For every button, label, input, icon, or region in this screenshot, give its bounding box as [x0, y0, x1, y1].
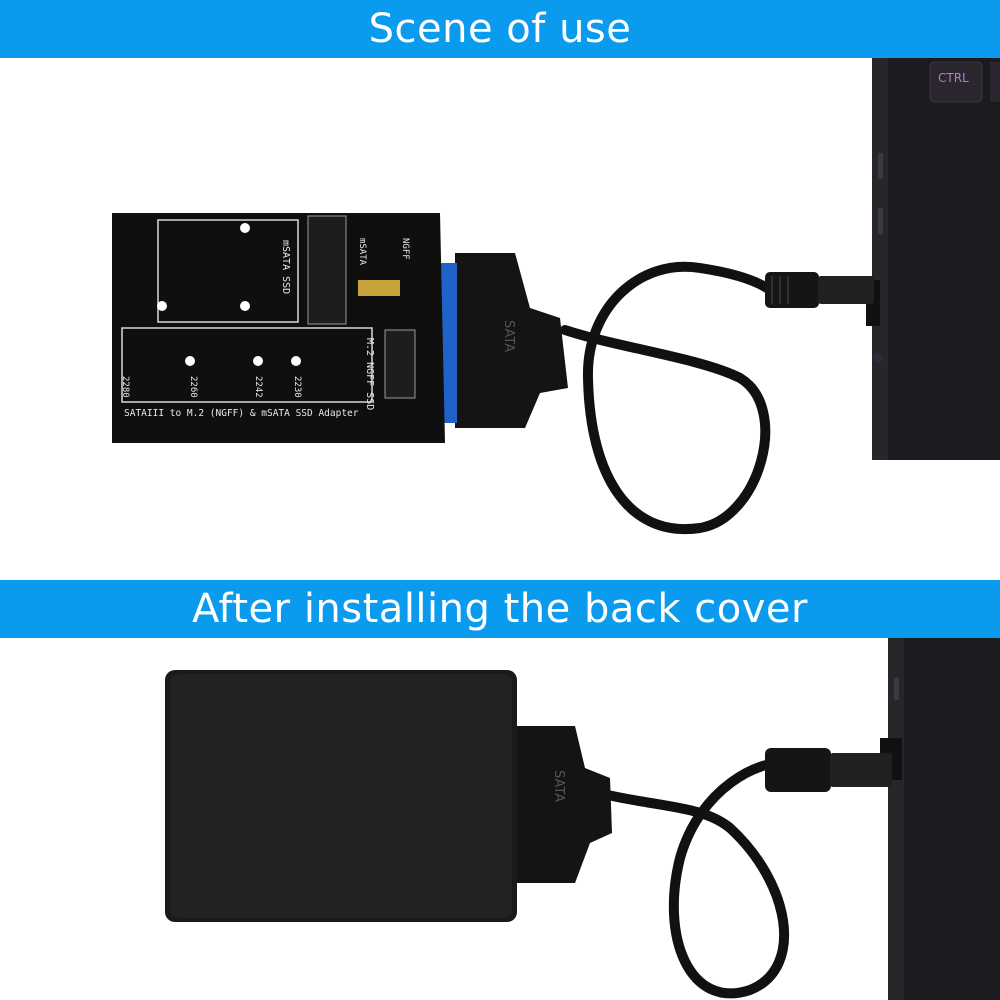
m2-slot-label: M.2 NGFF SSD	[364, 338, 375, 410]
after-installing-photo: SATA	[0, 638, 1000, 1000]
scene-of-use-title: Scene of use	[368, 6, 632, 52]
switch-label-ngff: NGFF	[400, 238, 410, 260]
laptop-side: CTRL	[866, 58, 1000, 460]
scene-of-use-photo: CTRL SATA	[0, 58, 1000, 580]
enclosure-case	[165, 670, 517, 922]
scene-of-use-banner: Scene of use	[0, 0, 1000, 58]
size-label-2242: 2242	[253, 376, 263, 398]
after-installing-banner: After installing the back cover	[0, 580, 1000, 638]
sata-connector-bottom: SATA	[517, 726, 612, 883]
usb-sata-cable	[560, 261, 874, 535]
sata-connector-label-bottom: SATA	[551, 770, 566, 802]
laptop-side-bottom	[880, 638, 1000, 1000]
sata-connector: SATA	[433, 253, 568, 428]
size-label-2230: 2230	[292, 376, 302, 398]
size-label-2260: 2260	[188, 376, 198, 398]
msata-slot-label: mSATA SSD	[280, 240, 291, 294]
usb-sata-cable-bottom	[575, 748, 892, 999]
ctrl-key-label: CTRL	[938, 71, 969, 85]
switch-label-msata: mSATA	[357, 238, 367, 266]
size-label-2280: 2280	[120, 376, 130, 398]
adapter-board: mSATA SSD mSATA NGFF M.2 NGFF SSD 2280 2…	[112, 213, 445, 443]
board-title: SATAIII to M.2 (NGFF) & mSATA SSD Adapte…	[124, 408, 359, 419]
sata-connector-label: SATA	[501, 320, 516, 352]
after-installing-title: After installing the back cover	[192, 586, 808, 632]
